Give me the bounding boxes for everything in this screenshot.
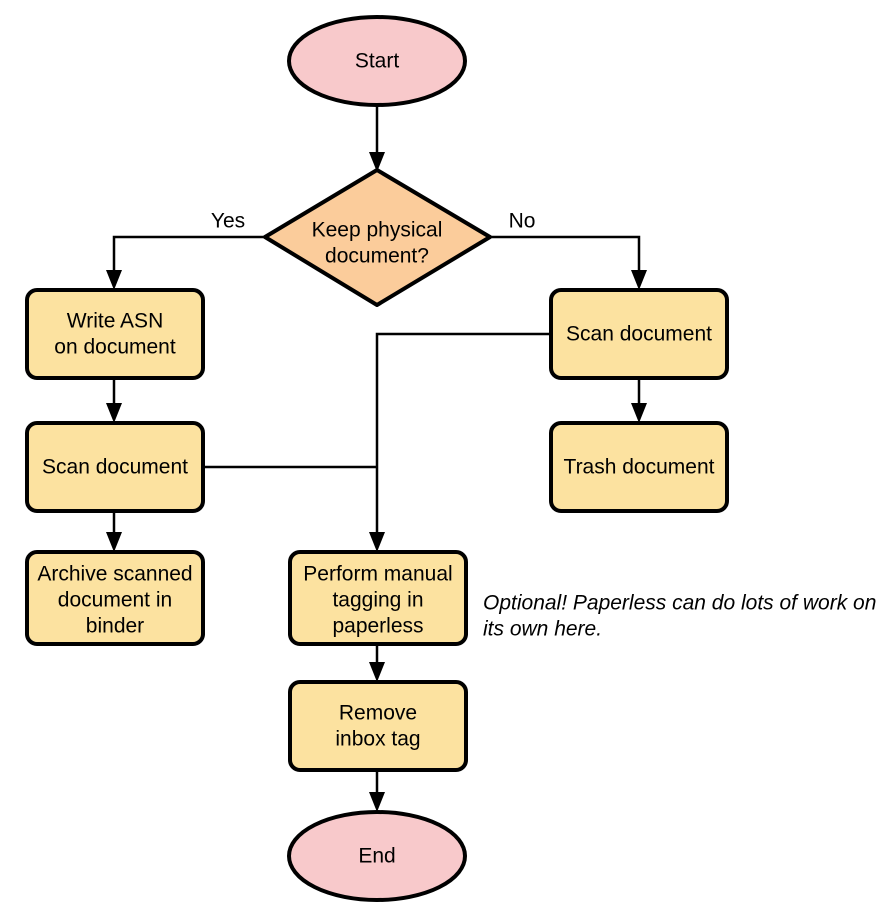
node-scan-document-left-label: Scan document <box>42 456 188 479</box>
node-archive-binder[interactable]: Archive scanned document in binder <box>25 550 205 646</box>
scan-document-left-box[interactable] <box>25 421 205 513</box>
arrowhead-icon <box>369 662 385 682</box>
node-trash-document-label: Trash document <box>564 456 715 479</box>
annotation-line2: its own here. <box>483 618 602 641</box>
node-manual-tagging-label-line1: Perform manual <box>303 563 452 586</box>
arrowhead-icon <box>631 270 647 290</box>
node-trash-document[interactable]: Trash document <box>549 421 729 513</box>
node-remove-inbox-tag[interactable]: Remove inbox tag <box>288 680 468 772</box>
node-manual-tagging[interactable]: Perform manual tagging in paperless <box>288 550 468 646</box>
edge-line <box>375 332 551 540</box>
node-write-asn-label-line1: Write ASN <box>67 310 163 333</box>
edge-decision-yes <box>106 235 265 290</box>
edge-manualtagging-to-removeinbox <box>369 644 385 682</box>
annotation-line1: Optional! Paperless can do lots of work … <box>483 592 876 615</box>
remove-inbox-tag-box[interactable] <box>288 680 468 772</box>
node-scan-document-right[interactable]: Scan document <box>549 288 729 380</box>
node-write-asn[interactable]: Write ASN on document <box>25 288 205 380</box>
trash-document-box[interactable] <box>549 421 729 513</box>
write-asn-box[interactable] <box>25 288 205 380</box>
arrowhead-icon <box>369 532 385 552</box>
node-manual-tagging-label-line3: paperless <box>332 615 423 638</box>
node-archive-label-line3: binder <box>86 615 144 638</box>
edge-removeinbox-to-end <box>369 770 385 812</box>
node-scan-document-right-label: Scan document <box>566 323 712 346</box>
node-end[interactable]: End <box>287 810 467 902</box>
edge-scanleft-to-archive <box>106 511 122 552</box>
edge-line <box>112 235 265 278</box>
manual-tagging-box[interactable] <box>288 550 468 646</box>
annotation-optional-note: Optional! Paperless can do lots of work … <box>483 592 876 641</box>
node-end-label: End <box>358 845 395 868</box>
node-decision-label-line1: Keep physical <box>312 219 443 242</box>
node-scan-document-left[interactable]: Scan document <box>25 421 205 513</box>
archive-binder-box[interactable] <box>25 550 205 646</box>
edge-label-yes: Yes <box>211 210 245 233</box>
edge-start-to-decision <box>369 105 385 172</box>
edge-line <box>490 235 641 278</box>
arrowhead-icon <box>106 403 122 423</box>
start-ellipse[interactable] <box>287 15 467 107</box>
node-start-label: Start <box>355 50 400 73</box>
edge-label-no: No <box>509 210 536 233</box>
scan-document-right-box[interactable] <box>549 288 729 380</box>
edge-decision-no <box>490 235 647 290</box>
arrowhead-icon <box>369 152 385 172</box>
edge-scanright-to-manualtagging <box>369 332 551 552</box>
node-archive-label-line2: document in <box>58 589 172 612</box>
decision-diamond[interactable] <box>263 168 492 307</box>
node-manual-tagging-label-line2: tagging in <box>332 589 423 612</box>
arrowhead-icon <box>631 403 647 423</box>
node-archive-label-line1: Archive scanned <box>37 563 192 586</box>
arrowhead-icon <box>106 270 122 290</box>
node-decision-keep-physical-document[interactable]: Keep physical document? <box>263 168 492 307</box>
node-decision-label-line2: document? <box>325 245 429 268</box>
node-remove-inbox-label-line1: Remove <box>339 702 417 725</box>
end-ellipse[interactable] <box>287 810 467 902</box>
node-remove-inbox-label-line2: inbox tag <box>335 728 420 751</box>
edge-writeasn-to-scanleft <box>106 378 122 423</box>
arrowhead-icon <box>106 532 122 552</box>
node-start[interactable]: Start <box>287 15 467 107</box>
edge-scanright-to-trash <box>631 378 647 423</box>
node-write-asn-label-line2: on document <box>54 336 176 359</box>
arrowhead-icon <box>369 792 385 812</box>
